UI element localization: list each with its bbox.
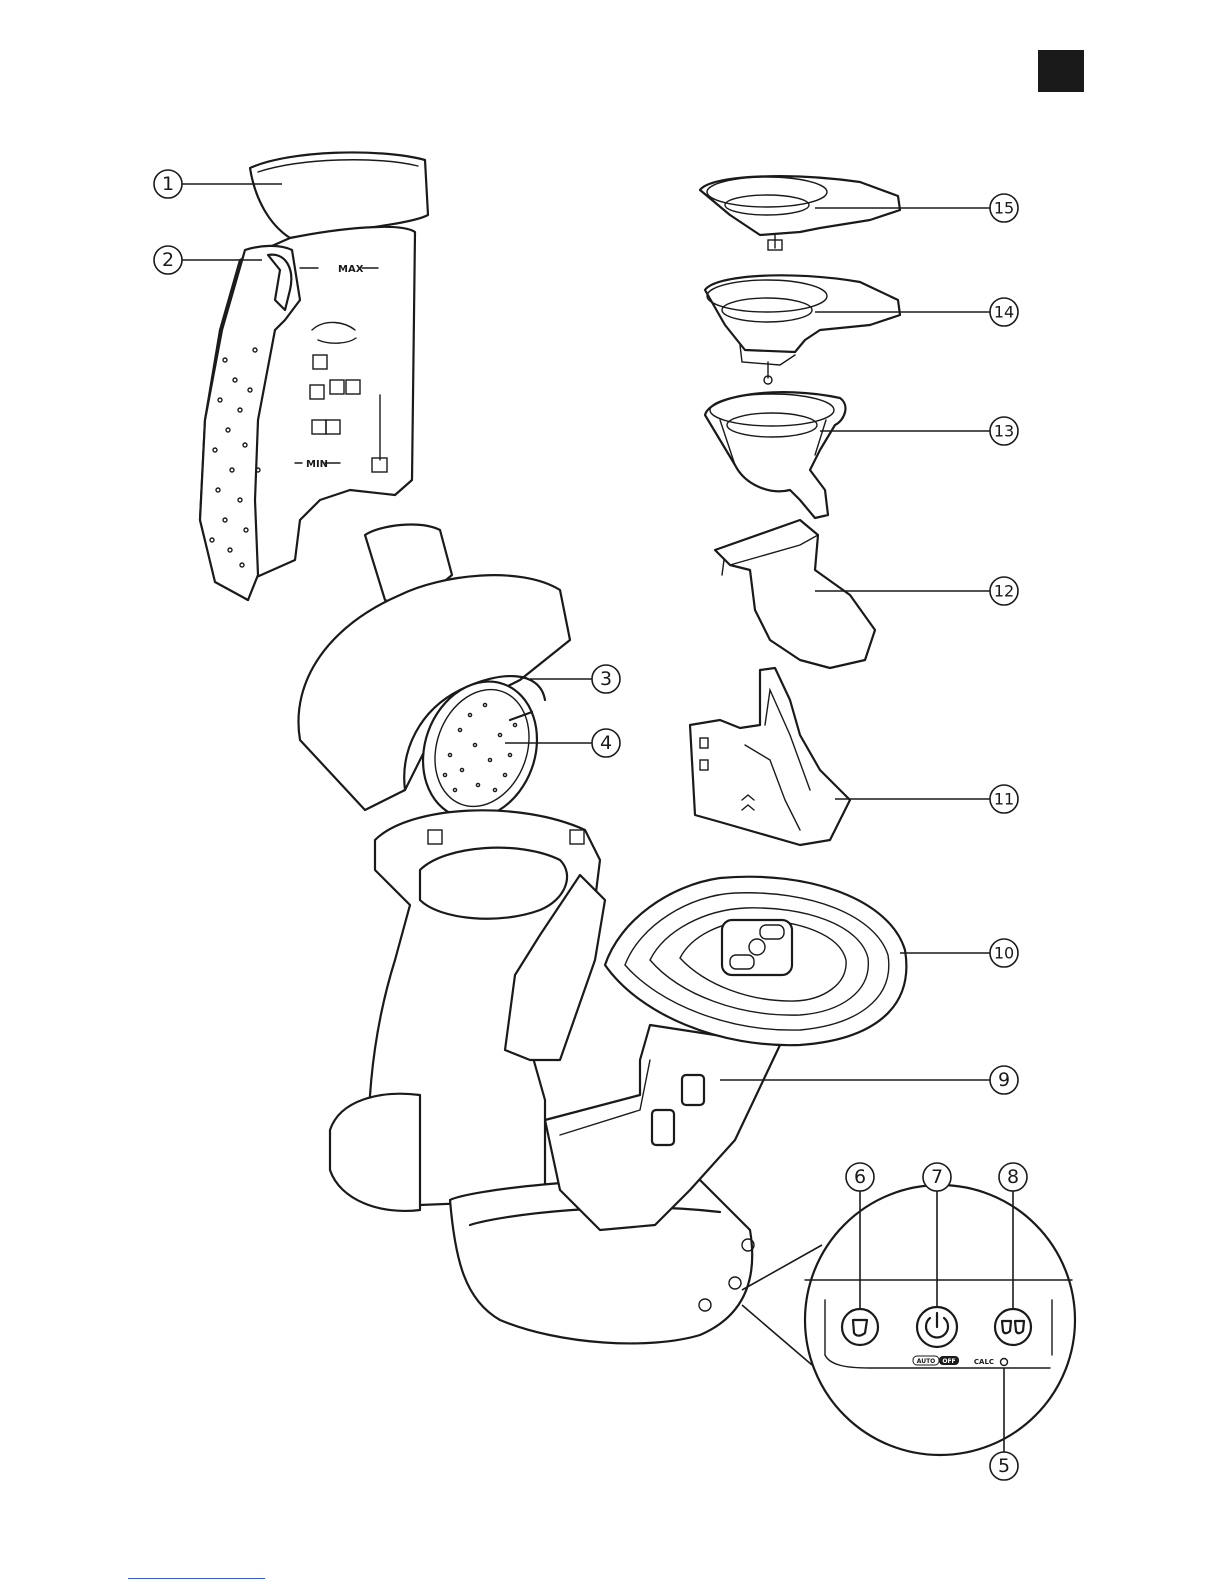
callout-6: 6: [846, 1163, 874, 1191]
two-cups-button[interactable]: [995, 1309, 1031, 1345]
control-panel-zoom: AUTO OFF CALC: [742, 1185, 1075, 1455]
callout-7: 7: [923, 1163, 951, 1191]
power-button[interactable]: [917, 1307, 957, 1347]
callout-3-label: 3: [600, 668, 612, 690]
off-label: OFF: [942, 1358, 955, 1365]
callout-6-label: 6: [854, 1166, 866, 1188]
callout-11-label: 11: [994, 790, 1014, 809]
pad-holder-support: [690, 668, 850, 845]
callout-1: 1: [154, 170, 182, 198]
callout-13-label: 13: [994, 422, 1014, 441]
callout-8-label: 8: [1007, 1166, 1019, 1188]
callout-8: 8: [999, 1163, 1027, 1191]
max-label: MAX: [338, 264, 364, 275]
coffee-spout: [715, 520, 875, 668]
callout-13: 13: [990, 417, 1018, 445]
callout-7-label: 7: [931, 1166, 943, 1188]
callout-9: 9: [990, 1066, 1018, 1094]
auto-label: AUTO: [917, 1358, 936, 1365]
callout-1-label: 1: [162, 173, 174, 195]
callout-15-label: 15: [994, 199, 1014, 218]
drip-grid: [605, 877, 906, 1045]
callout-5-label: 5: [998, 1455, 1010, 1477]
callout-14: 14: [990, 298, 1018, 326]
one-cup-button[interactable]: [842, 1309, 878, 1345]
callout-11: 11: [990, 785, 1018, 813]
callout-10-label: 10: [994, 944, 1014, 963]
callout-4-label: 4: [600, 732, 612, 754]
min-label: MIN: [306, 459, 328, 470]
callout-9-label: 9: [998, 1069, 1010, 1091]
callout-15: 15: [990, 194, 1018, 222]
callout-14-label: 14: [994, 303, 1014, 322]
callout-2: 2: [154, 246, 182, 274]
callout-2-label: 2: [162, 249, 174, 271]
pad-holder-one-cup: [705, 392, 845, 518]
callout-12: 12: [990, 577, 1018, 605]
drip-tray: [545, 1025, 780, 1230]
calc-label: CALC: [974, 1358, 994, 1366]
pad-holder-two-cups: [705, 275, 900, 384]
callout-3: 3: [592, 665, 620, 693]
footer-link-underline: [128, 1578, 265, 1579]
callout-12-label: 12: [994, 582, 1014, 601]
callout-5: 5: [990, 1452, 1018, 1480]
callout-4: 4: [592, 729, 620, 757]
callout-10: 10: [990, 939, 1018, 967]
pad-holder-flat: [700, 176, 900, 250]
